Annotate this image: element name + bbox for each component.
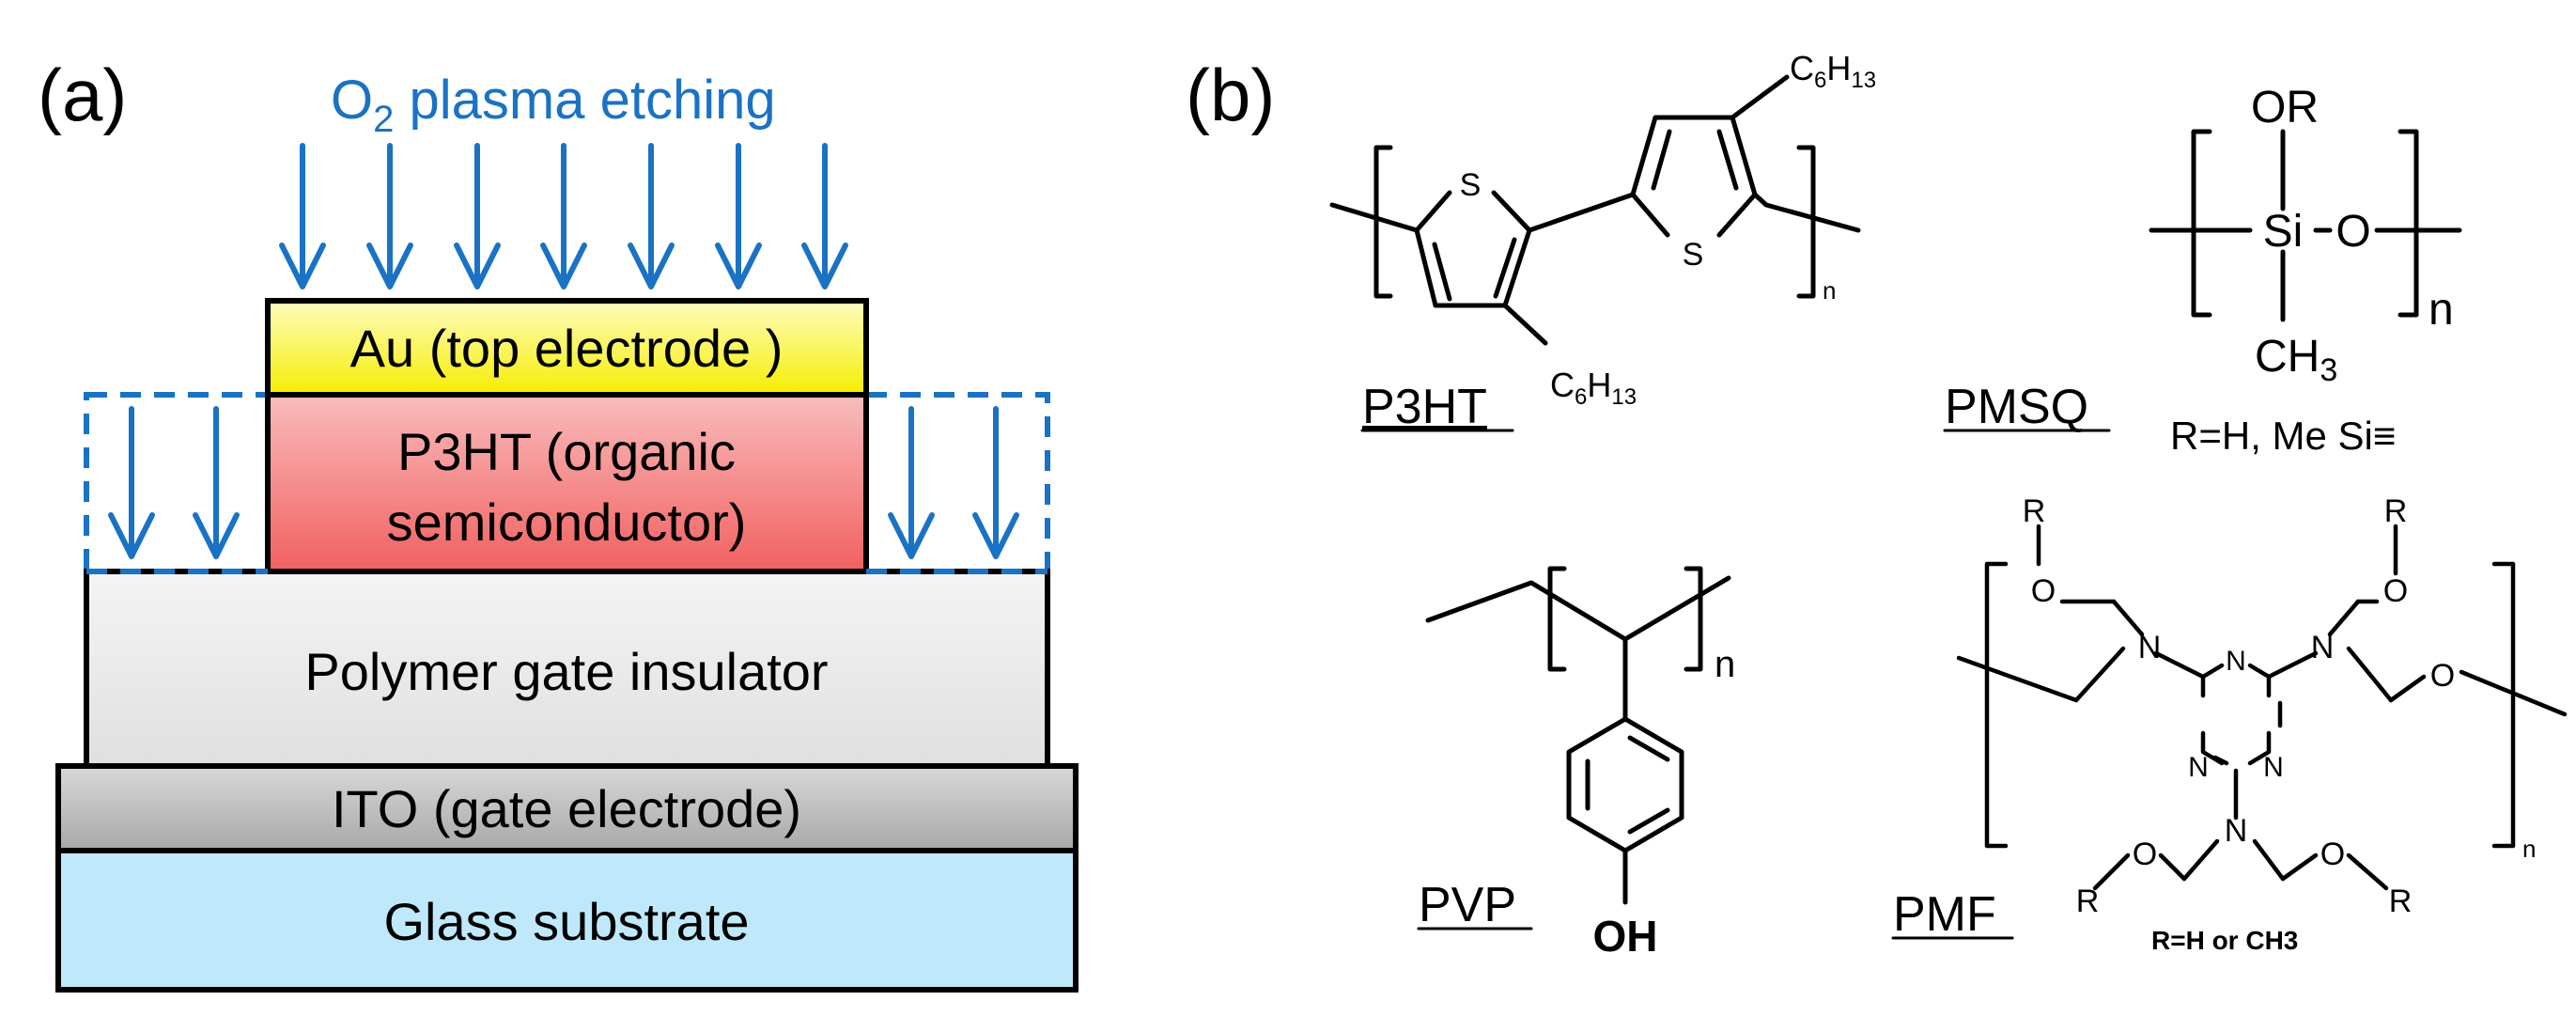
insulator-label: Polymer gate insulator <box>304 642 828 701</box>
pvp-structure: OH n PVP <box>1417 566 1735 961</box>
top-plasma-arrows <box>279 143 848 289</box>
p3ht-label-line2: semiconductor) <box>387 493 747 552</box>
plasma-arrow-top-5 <box>628 143 675 289</box>
pvp-backbone <box>1425 575 1731 642</box>
plasma-arrow-top-6 <box>715 143 762 289</box>
p3ht-left-bracket <box>1373 145 1393 299</box>
pmsq-o: O <box>2335 207 2370 257</box>
panel-a-label: (a) <box>38 54 127 136</box>
pmsq-ch3: CH3 <box>2255 332 2337 388</box>
pmsq-si: Si <box>2263 207 2304 257</box>
plasma-arrow-side-1 <box>108 406 155 559</box>
plasma-arrow-top-2 <box>366 143 413 289</box>
p3ht-label-line1: P3HT (organic <box>397 422 736 481</box>
p3ht-structure: S S C6H13 C6H13 n P3HT <box>1329 49 1876 434</box>
p3ht-inter-ring-bond <box>1527 192 1636 233</box>
pmf-o-right-chain: O <box>2430 658 2455 694</box>
p3ht-hexyl-top: C6H13 <box>1790 49 1876 93</box>
pvp-oh: OH <box>1593 912 1658 961</box>
pmf-r-bottom-left: R <box>2076 883 2100 919</box>
pmf-ring-n-right: N <box>2263 752 2284 783</box>
ito-label: ITO (gate electrode) <box>332 779 801 838</box>
pmf-n-bottom: N <box>2225 813 2248 849</box>
pmf-ring-n-left: N <box>2188 752 2209 783</box>
pmsq-name: PMSQ <box>1945 380 2088 434</box>
pvp-right-bracket <box>1684 566 1703 672</box>
plasma-arrow-side-2 <box>193 406 240 559</box>
glass-substrate-label: Glass substrate <box>383 892 749 951</box>
pmf-n-right: N <box>2311 630 2335 665</box>
pmf-r-right: R <box>2384 493 2408 529</box>
pmf-o-left: O <box>2031 573 2056 609</box>
side-plasma-arrows <box>108 406 1019 559</box>
p3ht-end-bond-right <box>1763 202 1861 233</box>
p3ht-ring-2 <box>1630 115 1758 197</box>
pvp-left-bracket <box>1547 566 1567 672</box>
pmf-n-left: N <box>2138 630 2162 665</box>
p3ht-name: P3HT <box>1362 380 1487 434</box>
p3ht-hexyl-bottom: C6H13 <box>1550 366 1637 410</box>
pmf-o-right: O <box>2383 573 2408 609</box>
insulator-layer <box>84 569 1050 769</box>
panel-a: (a) O2 plasma etching Glass substrate IT… <box>38 54 1079 993</box>
pmf-r-definition: R=H or CH3 <box>2151 926 2298 955</box>
p3ht-end-bond-left <box>1329 202 1420 233</box>
plasma-rest: plasma etching <box>394 70 775 131</box>
plasma-arrow-top-1 <box>279 143 326 289</box>
panel-b-label: (b) <box>1186 54 1275 136</box>
pmf-r-left: R <box>2023 493 2046 529</box>
pmf-ring-n-top: N <box>2226 646 2246 677</box>
plasma-arrow-side-4 <box>972 406 1019 559</box>
pmf-repeat-n: n <box>2522 835 2536 863</box>
pmf-left-bracket <box>1984 561 2009 849</box>
pmsq-structure: OR Si O CH3 n PMSQ R=H, Me Si≡ <box>1943 83 2462 458</box>
p3ht-s-2: S <box>1683 237 1704 273</box>
plasma-o-subscript: 2 <box>373 99 394 140</box>
plasma-o: O <box>331 70 373 131</box>
pmf-structure: N N N N N N O O O O O R R R R n PMF R=H … <box>1891 493 2568 955</box>
panel-b: (b) <box>1186 49 2568 961</box>
p3ht-layer <box>265 392 869 574</box>
pmf-o-bottom-right: O <box>2320 837 2345 872</box>
etched-region-left <box>84 392 271 574</box>
pmf-right-bracket <box>2491 561 2516 849</box>
pmf-r-bottom-right: R <box>2389 883 2413 919</box>
pmf-name: PMF <box>1893 887 1996 942</box>
etched-region-right <box>863 392 1050 574</box>
p3ht-s-1: S <box>1460 167 1482 203</box>
glass-substrate-layer <box>55 848 1079 993</box>
pvp-repeat-n: n <box>1715 644 1735 685</box>
pmf-o-bottom-left: O <box>2133 837 2157 872</box>
au-layer <box>265 298 869 398</box>
plasma-arrow-top-7 <box>801 143 848 289</box>
pmsq-right-bracket <box>2398 129 2419 318</box>
au-label: Au (top electrode ) <box>350 319 784 378</box>
pmsq-repeat-n: n <box>2429 285 2454 335</box>
pmsq-r-definition: R=H, Me Si≡ <box>2170 414 2396 458</box>
p3ht-repeat-n: n <box>1823 276 1836 305</box>
plasma-arrow-side-3 <box>888 406 935 559</box>
plasma-etching-title: O2 plasma etching <box>331 70 776 140</box>
pmsq-or: OR <box>2251 83 2319 133</box>
plasma-arrow-top-3 <box>454 143 501 289</box>
pvp-name: PVP <box>1419 878 1516 932</box>
plasma-arrow-top-4 <box>540 143 587 289</box>
pmsq-left-bracket <box>2191 129 2212 318</box>
p3ht-right-bracket <box>1796 145 1816 299</box>
